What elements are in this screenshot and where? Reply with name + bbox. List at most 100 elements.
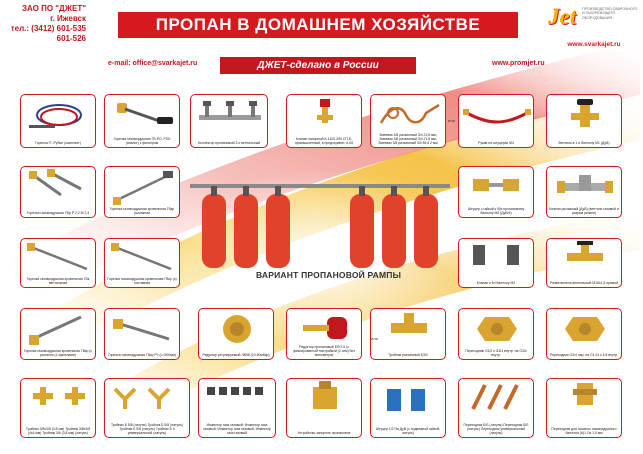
regulator-red-icon [303,317,347,339]
product-caption: Редуктор регулируемый ЛКВ8 (10-50мбар) [202,353,270,357]
product-caption: Горелка газовоздушная кровельная ГВкр (с… [107,277,177,285]
product-caption: Клапан запорный К-1420-250 СП-Б, промышл… [294,137,354,145]
product-caption: Штуцер 1/2 На ДуВ (с подвижной гайкой, л… [375,427,441,435]
company-info: ЗАО ПО "ДЖЕТ" г. Ижевск тел.: (3412) 601… [8,4,86,44]
product-card-tee-b58[interactable]: Тройник Б 5/8 (латунь) Тройник Б 5/8 (ла… [104,378,190,438]
small-valve-icon [473,245,519,265]
email-link[interactable]: e-mail: office@svarkajet.ru [108,60,198,67]
product-caption: Тройник разъемный Б3/4 [388,353,428,357]
ramp-caption: ВАРИАНТ ПРОПАНОВОЙ РАМПЫ [256,270,402,280]
burner-icon [113,319,170,341]
or-label: или [448,118,455,123]
product-caption: Горелка газовоздушная ГВкр Р2 (L=500мм) [108,353,176,357]
product-card-collector[interactable]: Коллектор пропановый 3-х вентильный [190,94,268,148]
splitter-icon [567,241,603,261]
roof-burner-long-icon [27,243,88,271]
burner-set-icon [29,169,82,197]
adapter-icon [477,317,517,341]
company-city: г. Ижевск [50,14,86,23]
regulator-icon [223,315,251,343]
injector-nozzles-icon [207,387,263,395]
product-caption: Разветвитель вентильный М16х1,5 прямой [550,281,618,285]
jet-logo[interactable]: Jet ПРОИЗВОДСТВО СВАРОЧНОГО И ГАЗОРЕЖУЩЕ… [548,2,640,54]
product-card-regulator-lkv8[interactable]: Редуктор регулируемый ЛКВ8 (10-50мбар) [198,308,274,360]
collector-icon [199,101,261,120]
product-card-valve-5l[interactable]: Клапан к 5л баллону М2 [458,238,534,288]
product-card-torch-gvro[interactable]: Горелка газовоздушная ГВ-РО, РЗО (аналог… [104,94,180,148]
product-caption: Горелка газовоздушная кровельная ГВкр (с… [23,349,93,357]
hose-torch-icon [29,104,82,128]
product-card-torch-gvr[interactable]: Горелка газовоздушная ГВр Р 2,2 М 2,4 [20,166,96,218]
product-caption: Змеевик 3/8 разъемный 3/4 21,8 мм; Змеев… [378,133,438,145]
page-title: ПРОПАН В ДОМАШНЕМ ХОЗЯЙСТВЕ [118,12,518,38]
fitting-blue-icon [387,389,425,411]
product-card-fitting-12[interactable]: Штуцер 1/2 На ДуВ (с подвижной гайкой, л… [370,378,446,438]
product-caption: Переходник для газового газовоздушного б… [551,427,617,435]
company-phone: тел.: (3412) 601-535 [10,24,86,33]
product-card-fitting-nut[interactable]: Штуцер с гайкой к 50х пропановому баллон… [458,166,534,218]
product-card-adapter-g12[interactable]: Переходник G1/2 к G3/4 внутр. на G3/4 вн… [458,308,534,360]
tee-fitting-icon [113,387,171,409]
product-card-roof-lever-2[interactable]: Горелка газовоздушная кровельная ГВкр (с… [20,308,96,360]
product-caption: Клапан к 5л баллону М2 [476,281,516,285]
product-card-hose-m4[interactable]: Рукав на штуцерах М4 [458,94,534,148]
product-caption: Переходник Б/Б (латунь) Переходник Б/Б (… [463,423,529,435]
product-caption: Вентиль в 1 и баллону М1 (ДуВ) [558,141,610,145]
propane-ramp-illustration [190,184,450,268]
cylinder-valve-icon [571,99,599,127]
product-caption: Рукав на штуцерах М4 [478,141,514,145]
product-caption: Горелка газовоздушная ГВ-РО, РЗО (аналог… [113,137,171,145]
product-card-tee-b34[interactable]: Тройник разъемный Б3/4 [370,308,446,360]
adapter-icon [573,383,597,405]
product-card-valve-k1420[interactable]: Клапан запорный К-1420-250 СП-Б, промышл… [286,94,362,148]
company-name: ЗАО ПО "ДЖЕТ" [21,4,86,13]
product-card-regulator-bpo5[interactable]: Редуктор пропановый БПО-5 (с фиксированн… [286,308,362,360]
burner-icon [117,103,173,125]
product-caption: Штуцер с гайкой к 50х пропановому баллон… [467,207,525,215]
logo-subtitle: ПРОИЗВОДСТВО СВАРОЧНОГО И ГАЗОРЕЖУЩЕГО О… [582,7,638,20]
roof-burner-icon [113,171,173,205]
product-card-injectors[interactable]: Инжектор газа газовый; Инжектор газа газ… [198,378,276,438]
product-caption: Клапан рычажный (ДуВ) (вентиль газовый и… [549,207,619,215]
product-card-roof-valve[interactable]: Горелка газовоздушная кровельная ГВк вен… [20,238,96,288]
burner-icon [29,315,82,345]
adapter-icon [565,317,605,341]
product-card-cylinder-valve[interactable]: Вентиль в 1 и баллону М1 (ДуВ) [546,94,622,148]
product-card-adapter-g34[interactable]: Переходник G3/4 нар. на G1,31 к 1/4 внут… [546,308,622,360]
slogan-banner: ДЖЕТ-сделано в России [220,57,416,74]
product-card-adapter-bb[interactable]: Переходник Б/Б (латунь) Переходник Б/Б (… [458,378,534,438]
or-label: или [371,336,378,341]
product-caption: Переходник G3/4 нар. на G1,31 к 1/4 внут… [549,353,619,357]
product-card-splitter[interactable]: Разветвитель вентильный М16х1,5 прямой [546,238,622,288]
product-caption: Коллектор пропановый 3-х вентильный [197,141,261,145]
website-link[interactable]: www.promjet.ru [492,60,545,67]
lever-valve-icon [557,175,613,193]
shutoff-valve-icon [317,99,333,123]
company-phone-2: 601-526 [56,34,86,43]
product-card-roof-compound[interactable]: Горелка газовоздушная кровельная ГВкр (с… [104,238,180,288]
product-caption: Горелка газовоздушная кровельная ГВкр ры… [109,207,175,215]
product-caption: Переходник G1/2 к G3/4 внутр. на G3/4 вн… [465,349,527,357]
product-caption: Тройник Б 5/8 (латунь) Тройник Б 5/8 (ла… [110,423,183,435]
product-caption: Тройник 3/8х3/8 (3,8 мм) Тройник 3/8х3/8… [25,427,91,435]
shutoff-device-icon [313,381,337,409]
product-card-torch-lever[interactable]: Горелка газовоздушная кровельная ГВкр ры… [104,166,180,218]
product-card-lever-valve[interactable]: Клапан рычажный (ДуВ) (вентиль газовый и… [546,166,622,218]
tee-fitting-icon [33,387,85,405]
product-card-torch-gvkr-p2[interactable]: Горелка газовоздушная ГВкр Р2 (L=500мм) [104,308,180,360]
product-caption: Горелка газовоздушная кровельная ГВк вен… [26,277,90,285]
logo-url-link[interactable]: www.svarkajet.ru [567,41,621,48]
product-card-shutoff-device[interactable]: Устройство запорное пропановое [286,378,362,438]
product-caption: Устройство запорное пропановое [297,431,351,435]
product-card-torch-ruby[interactable]: Горелка ГГ-Рубин (комплект) [20,94,96,148]
product-card-coil[interactable]: Змеевик 3/8 разъемный 3/4 21,8 мм; Змеев… [370,94,446,148]
fitting-icon [473,179,519,191]
product-card-cylinder-adapter[interactable]: Переходник для газового газовоздушного б… [546,378,622,438]
product-caption: Редуктор пропановый БПО-5 (с фиксированн… [293,345,355,357]
logo-mark: Jet [548,4,577,29]
roof-burner-long-icon [111,243,172,271]
product-caption: Инжектор газа газовый; Инжектор газа газ… [203,423,271,435]
tee-icon [391,313,427,333]
product-card-tee-brass[interactable]: Тройник 3/8х3/8 (3,8 мм) Тройник 3/8х3/8… [20,378,96,438]
product-caption: Горелка газовоздушная ГВр Р 2,2 М 2,4 [26,211,90,215]
